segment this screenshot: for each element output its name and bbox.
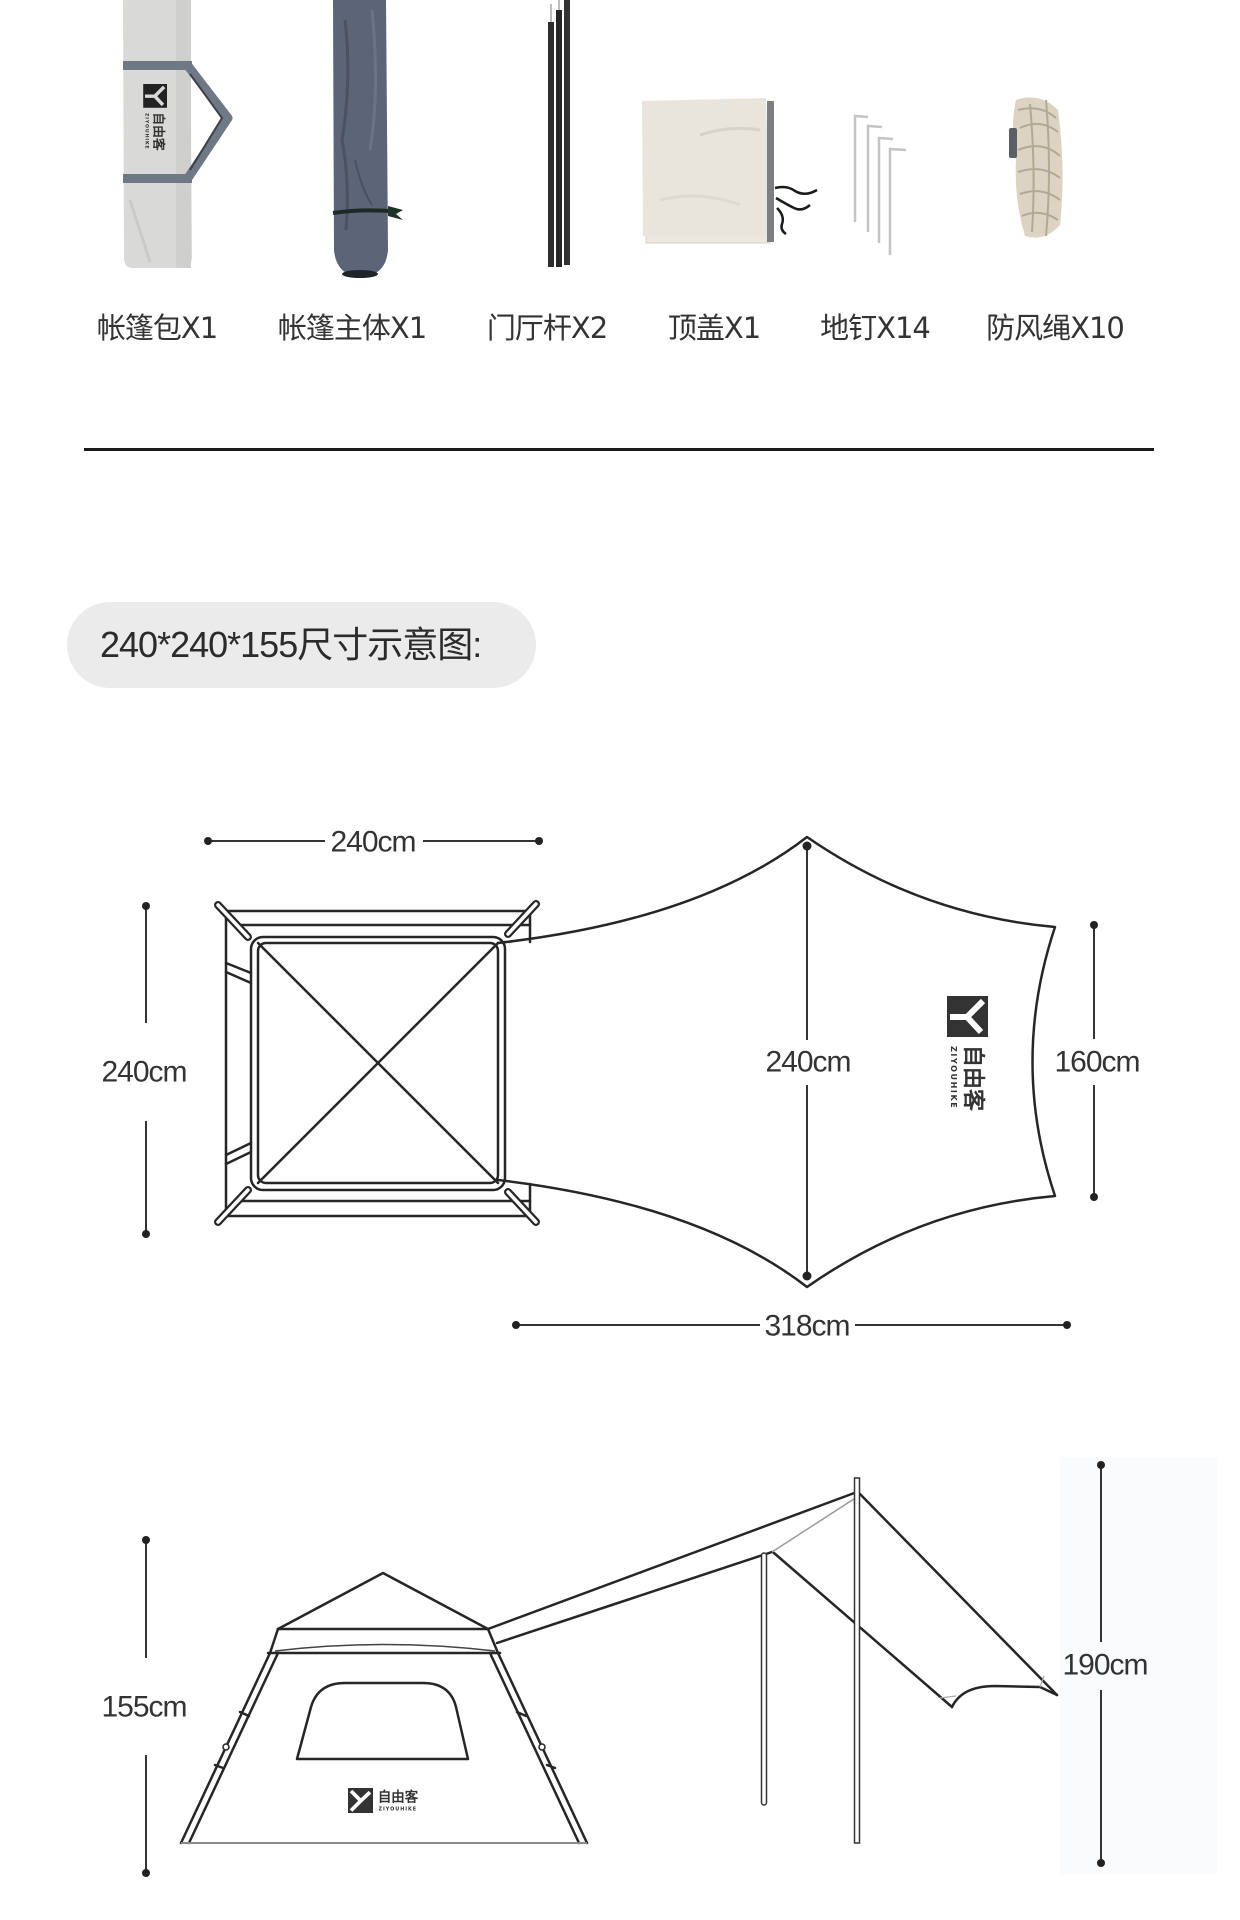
tarp-end-width-dimension: 160cm [1054,921,1141,1201]
brand-name-cn: 自由客 [960,1045,986,1112]
brand-name-cn: 自由客 [378,1788,419,1805]
side-view-diagram: 155cm [101,1457,1217,1877]
item-label-guy-ropes: 防风绳X10 [986,311,1125,345]
tarp-top-outline [496,835,1057,1289]
tent-width-dimension: 240cm [204,826,543,859]
tarp-width-label: 240cm [765,1046,850,1079]
tent-depth-dimension: 240cm [101,902,188,1238]
item-label-tent-bag: 帐篷包X1 [96,311,218,345]
dimension-title-pill: 240*240*155尺寸示意图: [67,602,536,688]
brand-name-cn: 自由客 [150,112,166,150]
tarp-end-width-label: 160cm [1054,1046,1139,1079]
tent-bag-image: 自由客 ZIYOUHIKE [123,0,233,268]
vestibule-poles [760,1477,861,1844]
vestibule-poles-image [548,0,570,267]
tent-side-outline [179,1571,589,1845]
brand-name-en: ZIYOUHIKE [379,1807,418,1813]
brand-logo-icon: 自由客 ZIYOUHIKE [348,1788,419,1814]
pole-height-dimension: 190cm [1062,1461,1149,1867]
ground-stakes-image [853,114,907,255]
item-label-top-cover: 顶盖X1 [667,311,761,345]
guy-ropes-image [1009,97,1063,238]
tarp-side-outline [486,1490,1059,1709]
dimension-title: 240*240*155尺寸示意图: [100,624,482,665]
tent-height-label: 155cm [101,1691,186,1724]
tent-width-label: 240cm [330,826,415,859]
tent-height-dimension: 155cm [101,1536,188,1877]
top-cover-image [642,98,818,244]
pole-height-label: 190cm [1062,1649,1147,1682]
section-divider [84,448,1154,451]
item-label-ground-stakes: 地钉X14 [820,311,931,345]
tent-top-outline [214,900,540,1226]
item-label-tent-body: 帐篷主体X1 [277,311,427,345]
total-length-label: 318cm [764,1310,849,1343]
pole-height-backdrop [1060,1457,1217,1875]
brand-logo-icon: 自由客 ZIYOUHIKE [947,996,988,1112]
tent-depth-label: 240cm [101,1056,186,1089]
top-view-diagram: 240cm 240cm [101,826,1141,1343]
tarp-width-dimension: 240cm [765,841,852,1281]
item-label-vestibule-poles: 门厅杆X2 [486,311,608,345]
brand-name-en: ZIYOUHIKE [144,113,150,150]
brand-logo-icon: 自由客 ZIYOUHIKE [143,84,167,151]
tent-body-image [332,0,403,278]
corner-pole-icons [214,900,540,1226]
total-length-dimension: 318cm [512,1310,1071,1343]
window-outline [295,1681,470,1761]
brand-name-en: ZIYOUHIKE [949,1046,958,1109]
